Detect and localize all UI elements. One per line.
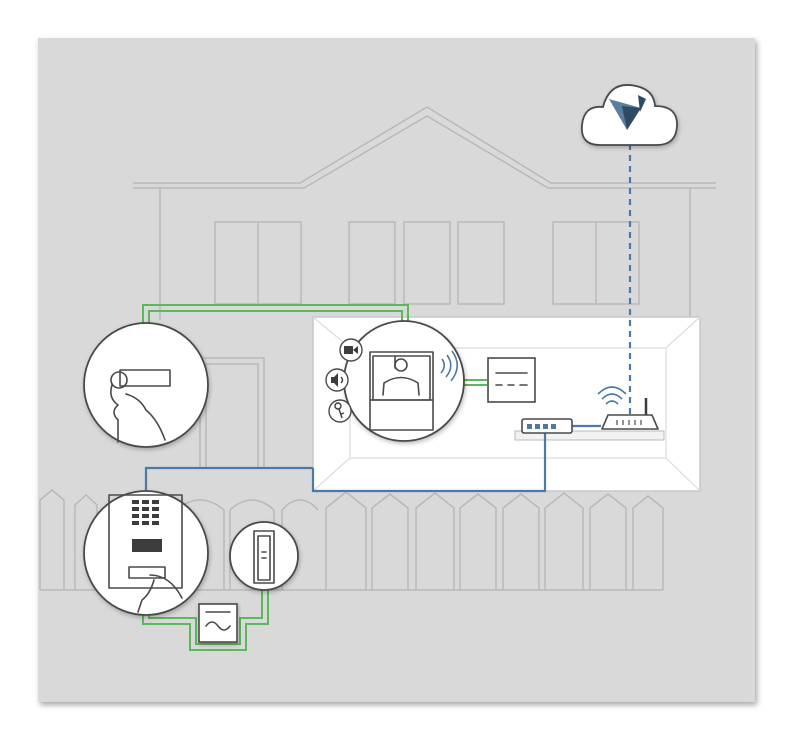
- outdoor-station-icon: [83, 490, 209, 616]
- camera-icon: [339, 338, 363, 362]
- power-supply-icon: [198, 603, 238, 643]
- door-strike-icon: [229, 521, 299, 591]
- house-outline: [133, 106, 716, 469]
- network-wiring: [144, 144, 632, 493]
- key-icon: [328, 399, 352, 423]
- router-icon: [597, 386, 659, 430]
- distribution-box-icon: [487, 357, 536, 403]
- wifi-icon: [440, 350, 459, 382]
- doorbell-button-icon: [83, 322, 209, 448]
- network-switch-icon: [521, 418, 573, 434]
- speaker-icon: [325, 368, 349, 392]
- video-monitor-icon: [343, 320, 465, 442]
- cloud-icon: [580, 84, 678, 146]
